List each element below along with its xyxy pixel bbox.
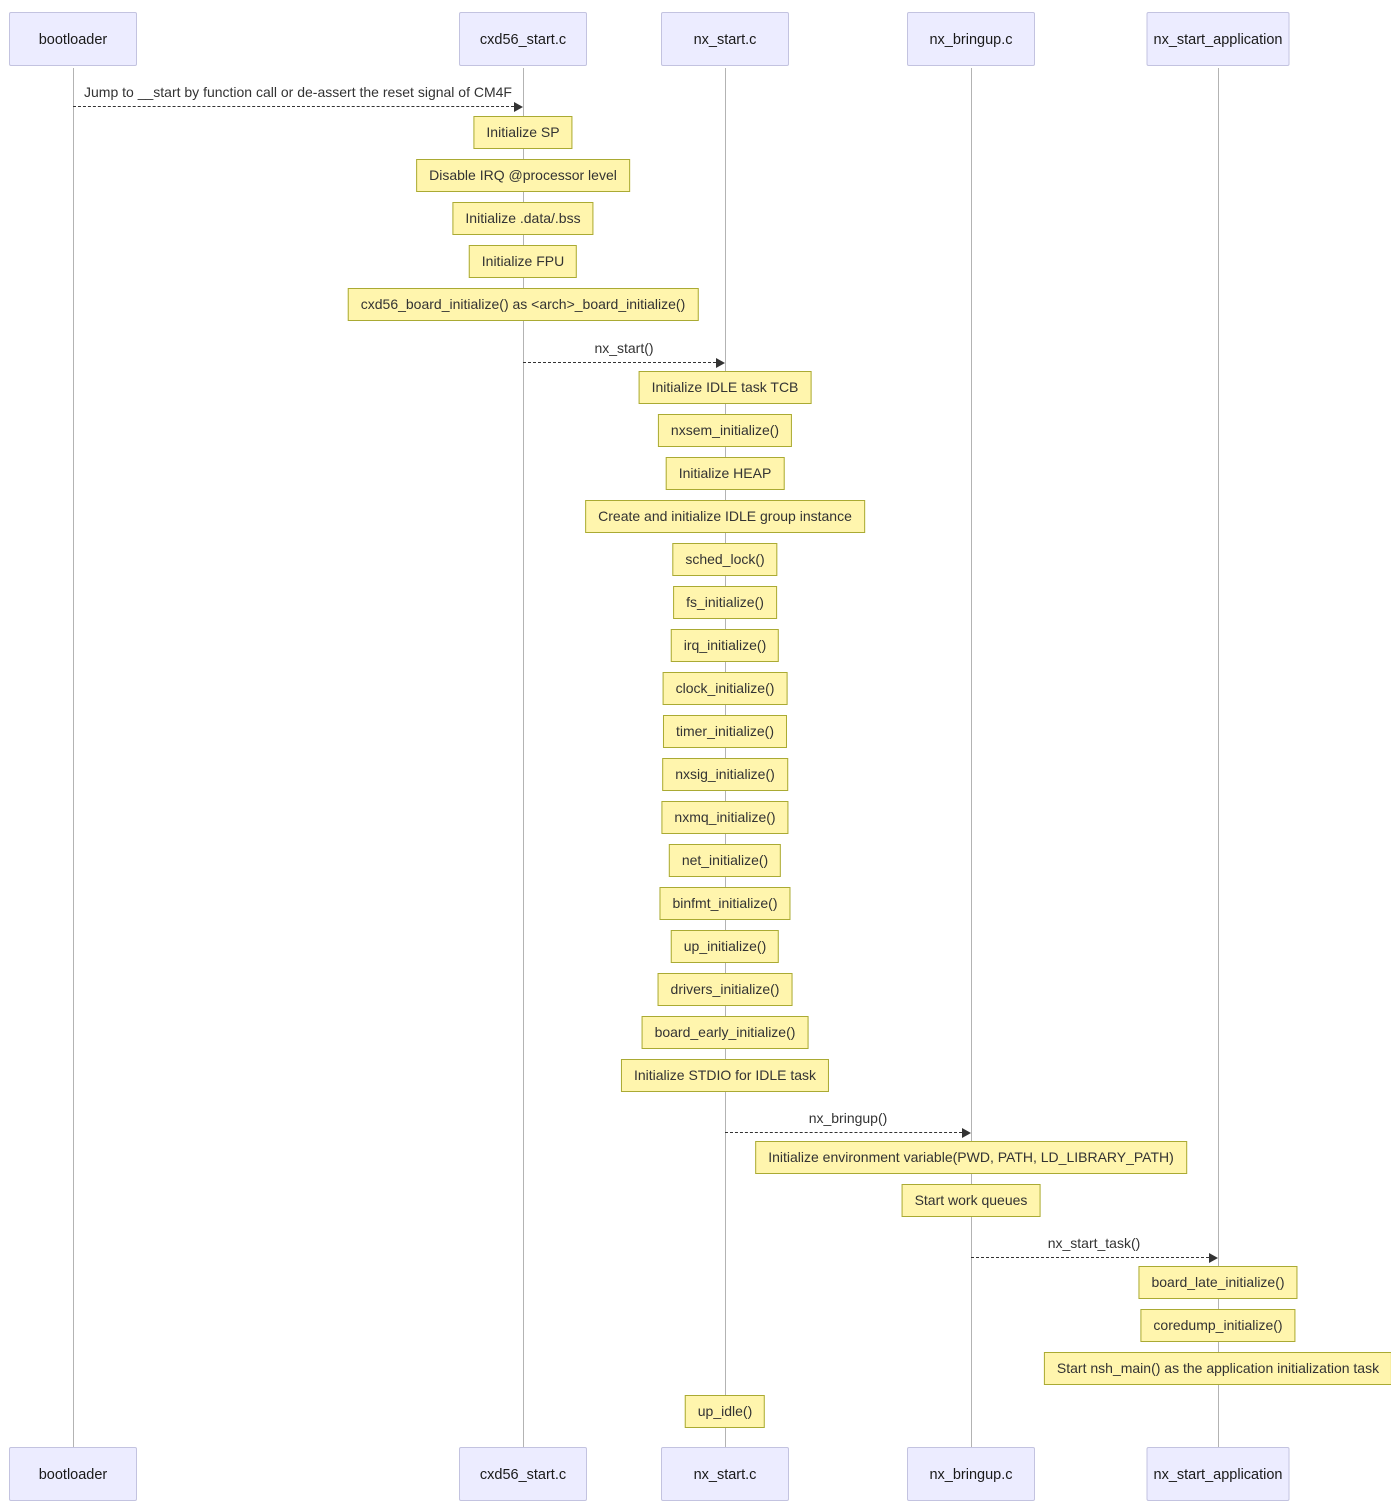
arrowhead-icon: [1209, 1253, 1218, 1263]
note: coredump_initialize(): [1140, 1309, 1296, 1342]
note: Initialize HEAP: [665, 457, 785, 490]
note: Initialize environment variable(PWD, PAT…: [755, 1141, 1187, 1174]
note: nxmq_initialize(): [661, 801, 789, 834]
participant-footer-bootloader: bootloader: [9, 1447, 137, 1501]
message-line-nx-start-task: [971, 1257, 1209, 1258]
note: nxsem_initialize(): [657, 414, 793, 447]
lifeline-cxd56-start-c: [523, 68, 524, 1447]
note: up_initialize(): [670, 930, 780, 963]
note: fs_initialize(): [673, 586, 777, 619]
note: board_early_initialize(): [641, 1016, 809, 1049]
lifeline-bootloader: [73, 68, 74, 1447]
note: sched_lock(): [672, 543, 778, 576]
note: Initialize IDLE task TCB: [638, 371, 812, 404]
note: binfmt_initialize(): [659, 887, 791, 920]
message-label-jump-to-start: Jump to __start by function call or de-a…: [84, 84, 512, 100]
note: net_initialize(): [668, 844, 782, 877]
participant-footer-cxd56-start-c: cxd56_start.c: [459, 1447, 587, 1501]
lifeline-nx-bringup-c: [971, 68, 972, 1447]
note: irq_initialize(): [670, 629, 780, 662]
note: Disable IRQ @processor level: [416, 159, 630, 192]
message-label-nx-start: nx_start(): [594, 340, 654, 356]
note: board_late_initialize(): [1138, 1266, 1298, 1299]
participant-header-nx-start-application: nx_start_application: [1146, 12, 1290, 66]
participant-footer-nx-start-c: nx_start.c: [661, 1447, 789, 1501]
message-label-nx-start-task: nx_start_task(): [1047, 1235, 1141, 1251]
note: cxd56_board_initialize() as <arch>_board…: [347, 288, 699, 321]
participant-header-cxd56-start-c: cxd56_start.c: [459, 12, 587, 66]
lifeline-nx-start-application: [1218, 68, 1219, 1447]
message-line-nx-bringup: [725, 1132, 962, 1133]
arrowhead-icon: [514, 102, 523, 112]
note: Create and initialize IDLE group instanc…: [585, 500, 865, 533]
note: Initialize SP: [473, 116, 573, 149]
note: Initialize FPU: [468, 245, 578, 278]
message-line-nx-start: [523, 362, 716, 363]
participant-header-nx-start-c: nx_start.c: [661, 12, 789, 66]
participant-footer-nx-start-application: nx_start_application: [1146, 1447, 1290, 1501]
message-line-jump-to-start: [73, 106, 514, 107]
lifeline-nx-start-c: [725, 68, 726, 1447]
note: Start nsh_main() as the application init…: [1043, 1352, 1391, 1385]
arrowhead-icon: [962, 1128, 971, 1138]
note: nxsig_initialize(): [662, 758, 788, 791]
note: timer_initialize(): [662, 715, 788, 748]
participant-header-bootloader: bootloader: [9, 12, 137, 66]
participant-header-nx-bringup-c: nx_bringup.c: [907, 12, 1035, 66]
note: Initialize STDIO for IDLE task: [620, 1059, 830, 1092]
note: Start work queues: [901, 1184, 1041, 1217]
note: clock_initialize(): [662, 672, 788, 705]
note: up_idle(): [684, 1395, 766, 1428]
note: drivers_initialize(): [657, 973, 793, 1006]
note: Initialize .data/.bss: [452, 202, 594, 235]
participant-footer-nx-bringup-c: nx_bringup.c: [907, 1447, 1035, 1501]
arrowhead-icon: [716, 358, 725, 368]
message-label-nx-bringup: nx_bringup(): [808, 1110, 888, 1126]
